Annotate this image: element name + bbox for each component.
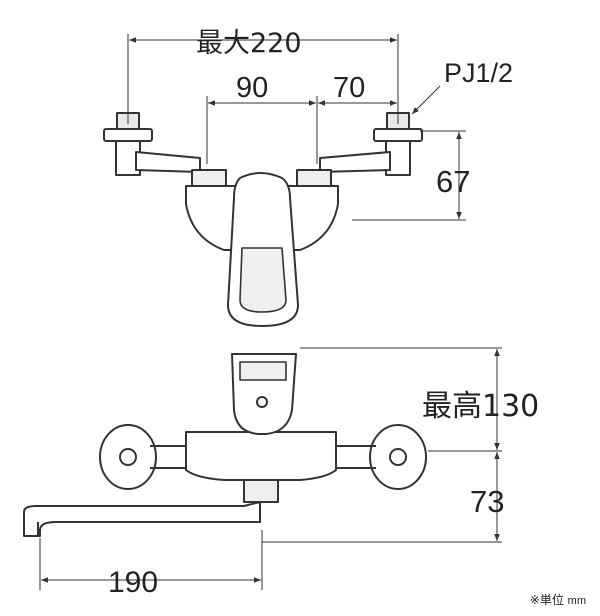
top-view [103,112,423,327]
dim-height-67: 67 [436,164,470,199]
front-dimensions [39,347,502,590]
dim-right-offset: 70 [333,72,365,104]
left-eccentric-leg [99,424,190,490]
unit-note: ※単位 mm [530,591,586,608]
unit-note-prefix: ※単位 [529,593,564,607]
spout [23,501,261,537]
spout-coupling [243,479,279,503]
dim-spout-height: 73 [470,484,504,519]
front-view [23,353,427,537]
left-supply-connector [103,112,201,176]
dim-thread-size: PJ1/2 [444,58,513,88]
dim-spout-reach: 190 [108,566,158,599]
mixer-body-front [185,431,337,481]
top-dimensions [127,34,466,221]
right-supply-connector [319,112,423,176]
dim-left-offset: 90 [236,72,268,104]
dim-max-width: 最大220 [196,28,302,59]
unit-note-unit: mm [567,595,586,607]
right-eccentric-leg [334,424,427,490]
dim-max-height: 最高130 [422,389,539,424]
